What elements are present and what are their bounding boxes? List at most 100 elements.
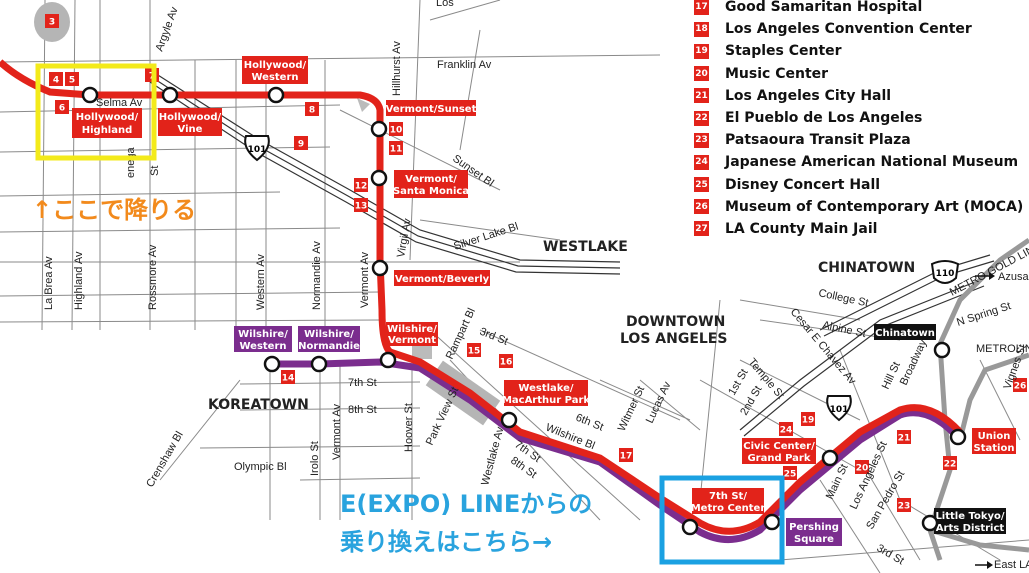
svg-text:Western: Western (251, 72, 298, 83)
svg-text:Hollywood/: Hollywood/ (76, 112, 139, 123)
svg-text:Selma Av: Selma Av (96, 97, 143, 109)
station-dot-hollywood-highland[interactable] (81, 86, 99, 104)
legend-number: 22 (694, 110, 709, 126)
red-line (0, 59, 963, 535)
svg-text:3rd St: 3rd St (875, 542, 906, 567)
arrow-east-la-head (987, 561, 993, 569)
svg-text:15: 15 (468, 347, 481, 357)
station-label-hollywood-western: Hollywood/ Western (242, 56, 308, 84)
neighborhood-downtown: DOWNTOWN (626, 314, 725, 330)
svg-text:20: 20 (856, 464, 869, 474)
svg-text:Union: Union (978, 431, 1011, 442)
metrolink-line (957, 352, 1029, 441)
svg-text:Witmer St: Witmer St (616, 384, 647, 433)
legend-number: 25 (694, 177, 709, 193)
svg-text:Olympic Bl: Olympic Bl (234, 461, 287, 473)
station-dot-7th-metro-center[interactable] (681, 518, 699, 536)
svg-text:St: St (149, 166, 161, 176)
legend-number: 21 (694, 88, 709, 104)
svg-text:Santa Monica: Santa Monica (393, 186, 469, 197)
station-dot-little-tokyo[interactable] (921, 514, 939, 532)
station-dot-hollywood-western[interactable] (267, 86, 285, 104)
legend-label: Staples Center (725, 43, 842, 60)
poi-marker: 9 (294, 136, 308, 150)
svg-text:METROLINK/AMTRAK: METROLINK/AMTRAK (976, 343, 1029, 355)
svg-text:Hillhurst Av: Hillhurst Av (391, 41, 403, 96)
station-label-union-station: Union Station (972, 428, 1016, 454)
us101-shield: 101 (244, 135, 270, 162)
legend-label: Los Angeles City Hall (725, 87, 892, 104)
svg-text:5: 5 (69, 76, 75, 86)
svg-text:Vermont/Sunset: Vermont/Sunset (386, 104, 477, 115)
station-dot-westlake-macarthur[interactable] (500, 411, 518, 429)
station-label-civic-center: Civic Center/ Grand Park (742, 438, 816, 464)
svg-text:25: 25 (784, 470, 797, 480)
svg-text:College St: College St (817, 287, 869, 309)
station-label-chinatown: Chinatown (874, 324, 936, 340)
poi-marker: 21 (897, 430, 911, 444)
station-dot-vermont-sunset[interactable] (370, 120, 388, 138)
highlight-hollywood-highland (35, 63, 157, 161)
poi-marker: 13 (354, 198, 368, 212)
poi-marker: 26 (1013, 378, 1027, 392)
station-dot-hollywood-vine[interactable] (161, 86, 179, 104)
station-label-vermont-sunset: Vermont/Sunset (386, 100, 477, 116)
svg-text:Argyle Av: Argyle Av (154, 5, 181, 53)
svg-text:6th St: 6th St (574, 412, 605, 434)
svg-text:16: 16 (500, 358, 513, 368)
station-dot-chinatown[interactable] (933, 341, 951, 359)
svg-text:12: 12 (355, 182, 368, 192)
svg-text:Pershing: Pershing (789, 522, 839, 533)
svg-text:Hoover St: Hoover St (403, 403, 415, 452)
svg-text:Chinatown: Chinatown (875, 328, 935, 339)
station-dot-wilshire-western[interactable] (263, 355, 281, 373)
station-label-7th-metro-center: 7th St/ Metro Center (691, 488, 765, 514)
poi-marker: 19 (801, 412, 815, 426)
i110-shield: 110 (930, 260, 960, 284)
poi-marker: 15 (467, 343, 481, 357)
station-label-wilshire-normandie: Wilshire/ Normandie (298, 326, 360, 352)
station-dot-wilshire-normandie[interactable] (310, 355, 328, 373)
svg-text:3: 3 (49, 18, 55, 28)
svg-text:Alpine St: Alpine St (821, 319, 867, 340)
poi-marker: 6 (55, 100, 69, 114)
svg-text:6: 6 (59, 104, 65, 114)
legend-label: Museum of Contemporary Art (MOCA) (725, 198, 1024, 215)
station-dot-civic-center[interactable] (821, 449, 839, 467)
poi-marker: 12 (354, 178, 368, 192)
svg-text:14: 14 (282, 374, 295, 384)
legend-number: 19 (694, 43, 709, 59)
svg-text:Hollywood/: Hollywood/ (159, 112, 222, 123)
svg-text:101: 101 (830, 405, 849, 415)
legend-number: 27 (694, 221, 709, 237)
station-label-wilshire-vermont: Wilshire/ Vermont (386, 322, 438, 346)
svg-text:Station: Station (974, 443, 1015, 454)
park-area (412, 345, 432, 359)
svg-text:Vermont: Vermont (388, 335, 436, 346)
legend-number: 17 (694, 0, 709, 15)
station-dot-vermont-beverly[interactable] (371, 259, 389, 277)
station-dot-pershing-square[interactable] (763, 513, 781, 531)
svg-text:Franklin Av: Franklin Av (437, 59, 492, 71)
station-dot-wilshire-vermont[interactable] (379, 351, 397, 369)
svg-text:East LA: East LA (994, 559, 1029, 571)
poi-markers: 3 4 5 6 7 8 9 10 11 12 13 14 15 16 17 19… (45, 14, 1027, 512)
svg-text:Los: Los (436, 0, 454, 9)
poi-marker: 10 (389, 122, 403, 136)
poi-marker: 3 (45, 14, 59, 28)
svg-text:Broadway: Broadway (898, 337, 930, 387)
station-label-wilshire-western: Wilshire/ Western (234, 326, 292, 352)
svg-text:21: 21 (898, 434, 911, 444)
svg-text:17: 17 (620, 452, 633, 462)
svg-text:10: 10 (390, 126, 403, 136)
station-dot-union-station[interactable] (949, 428, 967, 446)
svg-text:N Spring St: N Spring St (955, 300, 1012, 329)
svg-text:Grand Park: Grand Park (747, 453, 810, 464)
svg-text:Little Tokyo/: Little Tokyo/ (935, 511, 1004, 522)
station-label-vermont-beverly: Vermont/Beverly (394, 270, 490, 286)
station-dot-vermont-santa-monica[interactable] (370, 169, 388, 187)
